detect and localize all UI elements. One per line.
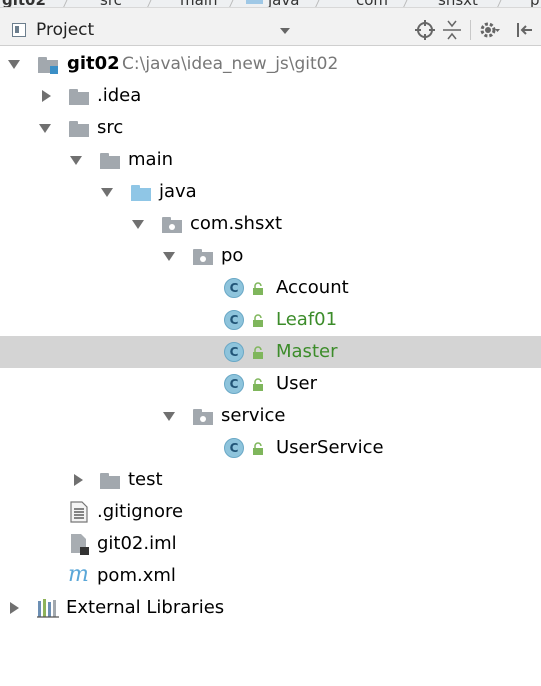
breadcrumb-separator bbox=[146, 0, 155, 7]
expand-arrow-icon[interactable] bbox=[163, 412, 175, 421]
tree-item-label: git02 bbox=[67, 53, 120, 74]
breadcrumb-separator bbox=[314, 0, 323, 7]
tree-item-label: Leaf01 bbox=[276, 309, 338, 330]
target-icon[interactable] bbox=[414, 19, 436, 41]
collapse-icon[interactable] bbox=[441, 19, 463, 41]
lock-icon bbox=[253, 442, 263, 455]
tree-item-userservice[interactable]: C UserService bbox=[0, 432, 541, 464]
tree-item-user[interactable]: C User bbox=[0, 368, 541, 400]
breadcrumb-item-p[interactable]: p bbox=[530, 0, 540, 7]
tree-item-label: git02.iml bbox=[97, 533, 177, 554]
toolbar-divider bbox=[470, 20, 471, 40]
folder-icon bbox=[100, 473, 120, 489]
tree-item-label: service bbox=[221, 405, 286, 426]
breadcrumb-item-main[interactable]: main bbox=[180, 0, 217, 7]
tree-item-git02[interactable]: git02 C:\java\idea_new_js\git02 bbox=[0, 48, 541, 80]
tree-item-label: main bbox=[128, 149, 173, 170]
expand-arrow-icon[interactable] bbox=[101, 188, 113, 197]
class-icon: C bbox=[224, 374, 244, 394]
tree-item-test[interactable]: test bbox=[0, 464, 541, 496]
expand-arrow-icon[interactable] bbox=[163, 252, 175, 261]
tree-item-com-shsxt[interactable]: com.shsxt bbox=[0, 208, 541, 240]
tree-item-label: pom.xml bbox=[97, 565, 176, 586]
tree-item-label: .gitignore bbox=[97, 501, 184, 522]
source-folder-icon bbox=[131, 185, 151, 201]
expand-arrow-icon[interactable] bbox=[39, 124, 51, 133]
expand-arrow-icon[interactable] bbox=[74, 474, 83, 486]
tree-item-label: com.shsxt bbox=[190, 213, 283, 234]
expand-arrow-icon[interactable] bbox=[42, 90, 51, 102]
tree-item-idea[interactable]: .idea bbox=[0, 80, 541, 112]
tree-item-master[interactable]: C Master bbox=[0, 336, 541, 368]
tree-item-leaf01[interactable]: C Leaf01 bbox=[0, 304, 541, 336]
maven-icon: m bbox=[68, 562, 89, 587]
folder-icon bbox=[69, 89, 89, 105]
view-selector[interactable]: Project bbox=[36, 20, 95, 40]
tree-item-label: src bbox=[97, 117, 124, 138]
tree-item-pom[interactable]: m pom.xml bbox=[0, 560, 541, 592]
tree-item-label: po bbox=[221, 245, 244, 266]
folder-icon bbox=[69, 121, 89, 137]
expand-arrow-icon[interactable] bbox=[10, 602, 19, 614]
tree-item-service[interactable]: service bbox=[0, 400, 541, 432]
lock-icon bbox=[253, 378, 263, 391]
tree-item-main[interactable]: main bbox=[0, 144, 541, 176]
tree-item-label: .idea bbox=[97, 85, 142, 106]
folder-icon bbox=[100, 153, 120, 169]
class-icon: C bbox=[224, 278, 244, 298]
breadcrumb: git02 src main java com shsxt p bbox=[0, 0, 541, 8]
class-icon: C bbox=[224, 310, 244, 330]
tree-item-label: Master bbox=[276, 341, 338, 362]
project-path: C:\java\idea_new_js\git02 bbox=[122, 54, 339, 74]
tree-item-label: test bbox=[128, 469, 163, 490]
lock-icon bbox=[253, 282, 263, 295]
breadcrumb-item-com[interactable]: com bbox=[356, 0, 388, 7]
tree-item-gitignore[interactable]: .gitignore bbox=[0, 496, 541, 528]
breadcrumb-item-src[interactable]: src bbox=[100, 0, 122, 7]
tree-item-java[interactable]: java bbox=[0, 176, 541, 208]
text-file-icon bbox=[70, 501, 88, 523]
tree-item-label: Account bbox=[276, 277, 349, 298]
breadcrumb-item-java[interactable]: java bbox=[268, 0, 299, 7]
chevron-down-icon[interactable] bbox=[280, 28, 290, 34]
expand-arrow-icon[interactable] bbox=[132, 220, 144, 229]
lock-icon bbox=[253, 314, 263, 327]
project-toolbar: Project bbox=[0, 8, 541, 46]
breadcrumb-separator bbox=[496, 0, 505, 7]
lock-icon bbox=[253, 346, 263, 359]
tree-item-label: User bbox=[276, 373, 318, 394]
expand-arrow-icon[interactable] bbox=[70, 156, 82, 165]
package-icon bbox=[193, 409, 213, 425]
class-icon: C bbox=[224, 342, 244, 362]
tree-item-label: External Libraries bbox=[66, 597, 225, 618]
module-folder-icon bbox=[38, 57, 58, 74]
tree-item-account[interactable]: C Account bbox=[0, 272, 541, 304]
breadcrumb-separator bbox=[228, 0, 237, 7]
package-icon bbox=[162, 217, 182, 233]
tree-item-label: UserService bbox=[276, 437, 384, 458]
breadcrumb-separator bbox=[62, 0, 71, 7]
class-icon: C bbox=[224, 438, 244, 458]
tree-item-git02-iml[interactable]: git02.iml bbox=[0, 528, 541, 560]
hide-icon[interactable] bbox=[514, 19, 536, 41]
module-file-icon bbox=[71, 534, 89, 555]
gear-icon[interactable] bbox=[478, 19, 500, 41]
breadcrumb-item-git02[interactable]: git02 bbox=[2, 0, 46, 7]
tree-item-label: java bbox=[159, 181, 197, 202]
project-pane-icon bbox=[12, 23, 26, 37]
tree-item-src[interactable]: src bbox=[0, 112, 541, 144]
expand-arrow-icon[interactable] bbox=[8, 60, 20, 69]
tree-item-external-libraries[interactable]: External Libraries bbox=[0, 592, 541, 624]
breadcrumb-item-shsxt[interactable]: shsxt bbox=[438, 0, 478, 7]
package-icon bbox=[193, 249, 213, 265]
libraries-icon bbox=[37, 599, 59, 618]
folder-icon bbox=[246, 0, 263, 4]
tree-item-po[interactable]: po bbox=[0, 240, 541, 272]
breadcrumb-separator bbox=[402, 0, 411, 7]
